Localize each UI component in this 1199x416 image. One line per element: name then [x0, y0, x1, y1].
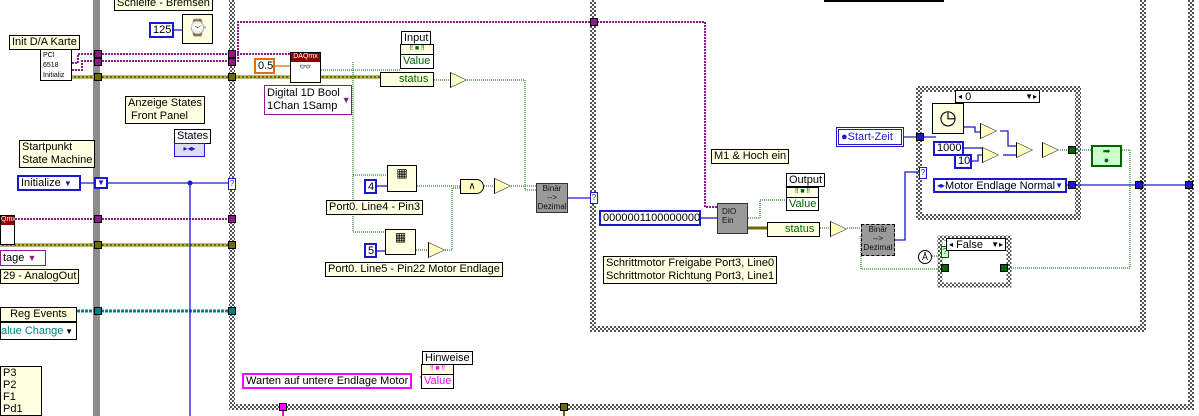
- shift-register-icon[interactable]: ▼: [94, 177, 108, 189]
- daq-mode-selector[interactable]: Digital 1D Bool 1Chan 1Samp▼: [264, 85, 352, 115]
- analog-ring[interactable]: tage ▼: [0, 250, 46, 266]
- ring-value: tage: [3, 252, 25, 264]
- warten-string-constant[interactable]: Warten auf untere Endlage Motor: [242, 373, 412, 389]
- input-indicator[interactable]: ‼ ■ ‼Value: [400, 44, 434, 69]
- case-selector-terminal[interactable]: ?: [919, 167, 927, 179]
- not-gate: [428, 242, 445, 258]
- analogout-label: 29 - AnalogOut: [0, 269, 80, 284]
- value-label: Value: [789, 198, 817, 210]
- index-5-constant[interactable]: 5: [364, 243, 377, 258]
- schleife-label: Schleife - Bremsen: [114, 0, 213, 11]
- binary-constant[interactable]: 0000001100000000: [599, 210, 701, 226]
- init-label: Init D/A Karte: [9, 35, 80, 50]
- subtract-node: [980, 123, 997, 139]
- sequence-frame-edge: [93, 0, 100, 416]
- daqmx-title: DAQmx: [291, 53, 320, 62]
- greater-equal-node: [1016, 142, 1033, 158]
- not-gate: [450, 72, 467, 88]
- case-selector-terminal[interactable]: ?: [228, 178, 236, 190]
- pci-init-node[interactable]: PCI 6518 Initializ: [40, 49, 72, 81]
- case-value: 0: [965, 90, 972, 103]
- reg-events-node[interactable]: Reg Events: [0, 307, 77, 322]
- port-line5-label: Port0. Line5 - Pin22 Motor Endlage: [325, 262, 503, 277]
- port-line4-label: Port0. Line4 - Pin3: [326, 200, 424, 215]
- enum-item: F1: [3, 391, 16, 403]
- timeout-constant[interactable]: 0.5: [254, 58, 275, 74]
- false-case-selector[interactable]: ◂ False▼▸: [946, 238, 1006, 251]
- index-array-node[interactable]: ▦: [385, 229, 416, 255]
- daqmx-title: Qmx: [1, 216, 16, 225]
- first-call-icon: Å: [918, 250, 932, 264]
- value-label: Value: [403, 55, 431, 67]
- anzeige-label: Anzeige States Front Panel: [125, 96, 205, 124]
- status-unbundle[interactable]: status: [380, 72, 434, 87]
- case-selector[interactable]: ◂ 0▼▸: [955, 90, 1040, 103]
- enum-item: Pd1: [3, 403, 23, 415]
- daqmx-write-node[interactable]: Qmx: [0, 215, 16, 245]
- startpunkt-label: Startpunkt State Machine: [19, 140, 96, 168]
- multiply-node: [982, 147, 999, 163]
- output-indicator[interactable]: ‼ ■ ‼Value: [786, 187, 819, 211]
- case-selector-terminal[interactable]: ?: [590, 192, 598, 204]
- value-label: Value: [424, 375, 452, 387]
- wait-constant[interactable]: 125: [149, 22, 174, 38]
- states-label: States: [174, 129, 212, 144]
- constant-1000[interactable]: 1000: [933, 141, 964, 156]
- binaer-dezimal-subvi[interactable]: Binär --> Dezimal: [536, 183, 568, 213]
- binaer-dezimal-subvi[interactable]: Binär --> Dezimal: [861, 224, 895, 256]
- enum-value: Initialize: [21, 176, 61, 189]
- motor-endlage-enum[interactable]: ◂▸Motor Endlage Normal▼: [933, 178, 1067, 193]
- enum-item: P2: [3, 379, 17, 391]
- stop-condition-icon[interactable]: ➡●: [1091, 145, 1122, 167]
- start-zeit-label: Start-Zeit: [847, 131, 893, 143]
- value-change-ring[interactable]: alue Change▼: [0, 322, 77, 340]
- not-gate: [494, 178, 511, 194]
- schrittmotor-label: Schrittmotor Freigabe Port3, Line0 Schri…: [603, 256, 778, 284]
- index-4-constant[interactable]: 4: [364, 179, 377, 194]
- not-gate: [1042, 142, 1059, 158]
- case-selector-terminal[interactable]: ?: [941, 246, 949, 258]
- ring-value: alue Change: [1, 325, 64, 337]
- globe-icon: ●: [841, 131, 848, 143]
- and-gate: ∧: [460, 179, 484, 194]
- output-label: Output: [786, 173, 826, 187]
- hinweise-indicator[interactable]: ‼ ■ ‼Value: [421, 364, 454, 389]
- m1-label: M1 & Hoch ein: [711, 149, 790, 164]
- status-unbundle[interactable]: status: [767, 222, 820, 237]
- hinweise-label: Hinweise: [422, 351, 473, 365]
- mode-value: Digital 1D Bool 1Chan 1Samp: [267, 87, 340, 112]
- start-zeit-local[interactable]: ●Start-Zeit: [836, 127, 904, 147]
- outer-frame-right: [1188, 0, 1194, 410]
- index-array-node[interactable]: ▦: [387, 165, 417, 192]
- case-value: False: [956, 238, 983, 251]
- constant-10[interactable]: 10: [954, 154, 972, 169]
- states-terminal[interactable]: ▸◂▸: [174, 143, 205, 157]
- wait-ms-icon[interactable]: ⌚: [182, 14, 213, 44]
- input-label: Input: [401, 31, 432, 45]
- daqmx-read-node[interactable]: DAQmx 👓: [290, 52, 321, 83]
- enum-value: Motor Endlage Normal: [945, 179, 1056, 192]
- outer-frame-bottom: [229, 404, 1194, 410]
- tick-count-clock-icon[interactable]: ◷: [932, 103, 964, 134]
- glasses-icon: 👓: [299, 62, 312, 73]
- initialize-enum[interactable]: Initialize ▼: [17, 175, 81, 191]
- dio-ein-subvi[interactable]: DIO Ein: [717, 203, 748, 234]
- not-gate: [830, 221, 847, 237]
- outer-frame-left: [229, 0, 235, 410]
- enum-item: P3: [3, 367, 17, 379]
